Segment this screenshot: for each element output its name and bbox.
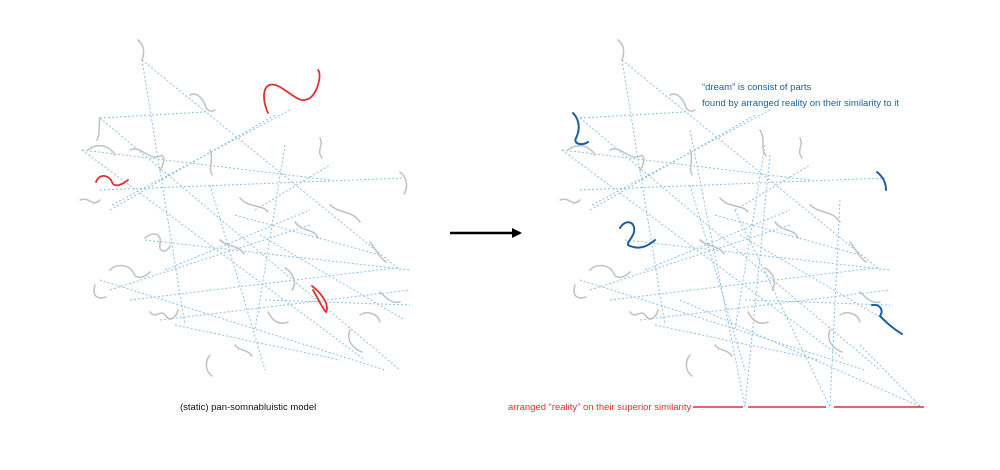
annotation-line-1: “dream” is consist of parts <box>702 82 812 93</box>
right-model <box>559 39 924 408</box>
dream-annotation: “dream” is consist of parts found by arr… <box>702 80 899 112</box>
left-model <box>79 39 411 377</box>
right-dream-parts <box>572 112 903 335</box>
annotation-line-2: found by arranged reality on their simil… <box>702 98 899 109</box>
left-fragments <box>79 39 408 377</box>
reality-caption: arranged “reality” on their superior sim… <box>508 402 692 413</box>
model-caption: (static) pan-somnabluistic model <box>180 402 317 413</box>
left-red-highlights <box>95 69 328 314</box>
right-fragments <box>559 39 881 377</box>
left-dotted-connections <box>81 59 411 371</box>
right-dotted-connections <box>561 59 922 408</box>
